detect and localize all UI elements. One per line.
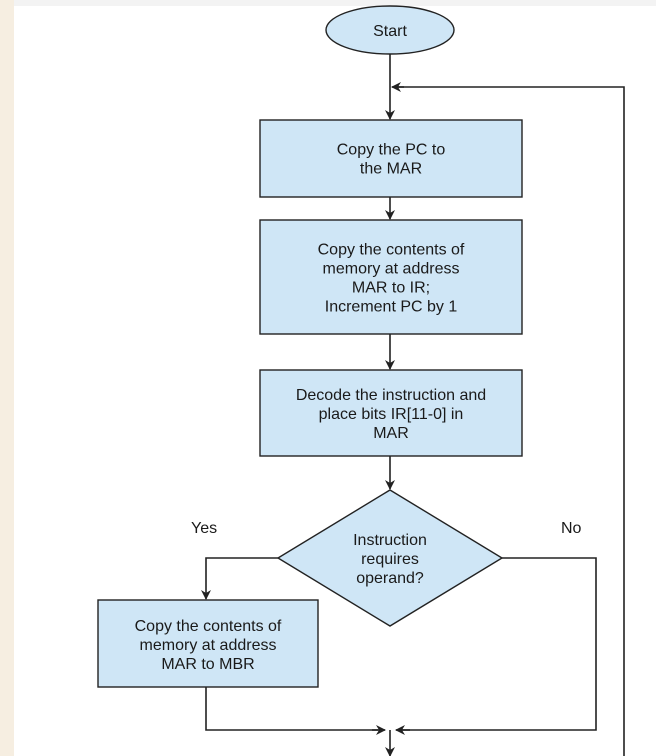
node-text-line: Decode the instruction and [296, 387, 486, 404]
edge-mbr-to-merge [205, 687, 378, 731]
node-text-line: place bits IR[11-0] in [319, 406, 464, 423]
loop-back-edge [396, 86, 625, 756]
node-text-line: memory at address [323, 261, 460, 278]
edge-no-branch [402, 557, 597, 731]
node-text-line: operand? [356, 570, 424, 587]
node-text-line: Start [373, 23, 407, 40]
node-text-line: Copy the contents of [135, 618, 282, 635]
node-text-line: requires [361, 551, 419, 568]
copy-pc-box [259, 119, 523, 198]
node-text-line: Copy the contents of [318, 242, 465, 259]
start-text: Start [373, 23, 407, 40]
yes-label: Yes [191, 520, 217, 537]
node-text-line: the MAR [360, 161, 422, 178]
node-text-line: memory at address [140, 637, 277, 654]
node-text-line: Increment PC by 1 [325, 299, 458, 316]
decode-box [259, 369, 523, 457]
copy-mem-ir-box [259, 219, 523, 335]
decision-text: Instruction requires operand? [353, 532, 427, 587]
node-text-line: Copy the PC to [337, 142, 446, 159]
node-text-line: Instruction [353, 532, 427, 549]
copy-mem-mbr-box [97, 599, 319, 688]
top-margin-strip [14, 0, 656, 6]
node-text-line: MAR to MBR [161, 656, 254, 673]
node-text-line: MAR [373, 425, 409, 442]
decode-text: Decode the instruction and place bits IR[… [296, 387, 486, 442]
node-text-line: MAR to IR; [352, 280, 430, 297]
left-margin-strip [0, 0, 14, 756]
copy-pc-text: Copy the PC to the MAR [337, 142, 446, 178]
edge-yes-branch [201, 557, 278, 600]
decision-diamond [276, 489, 504, 627]
no-label: No [561, 520, 582, 537]
